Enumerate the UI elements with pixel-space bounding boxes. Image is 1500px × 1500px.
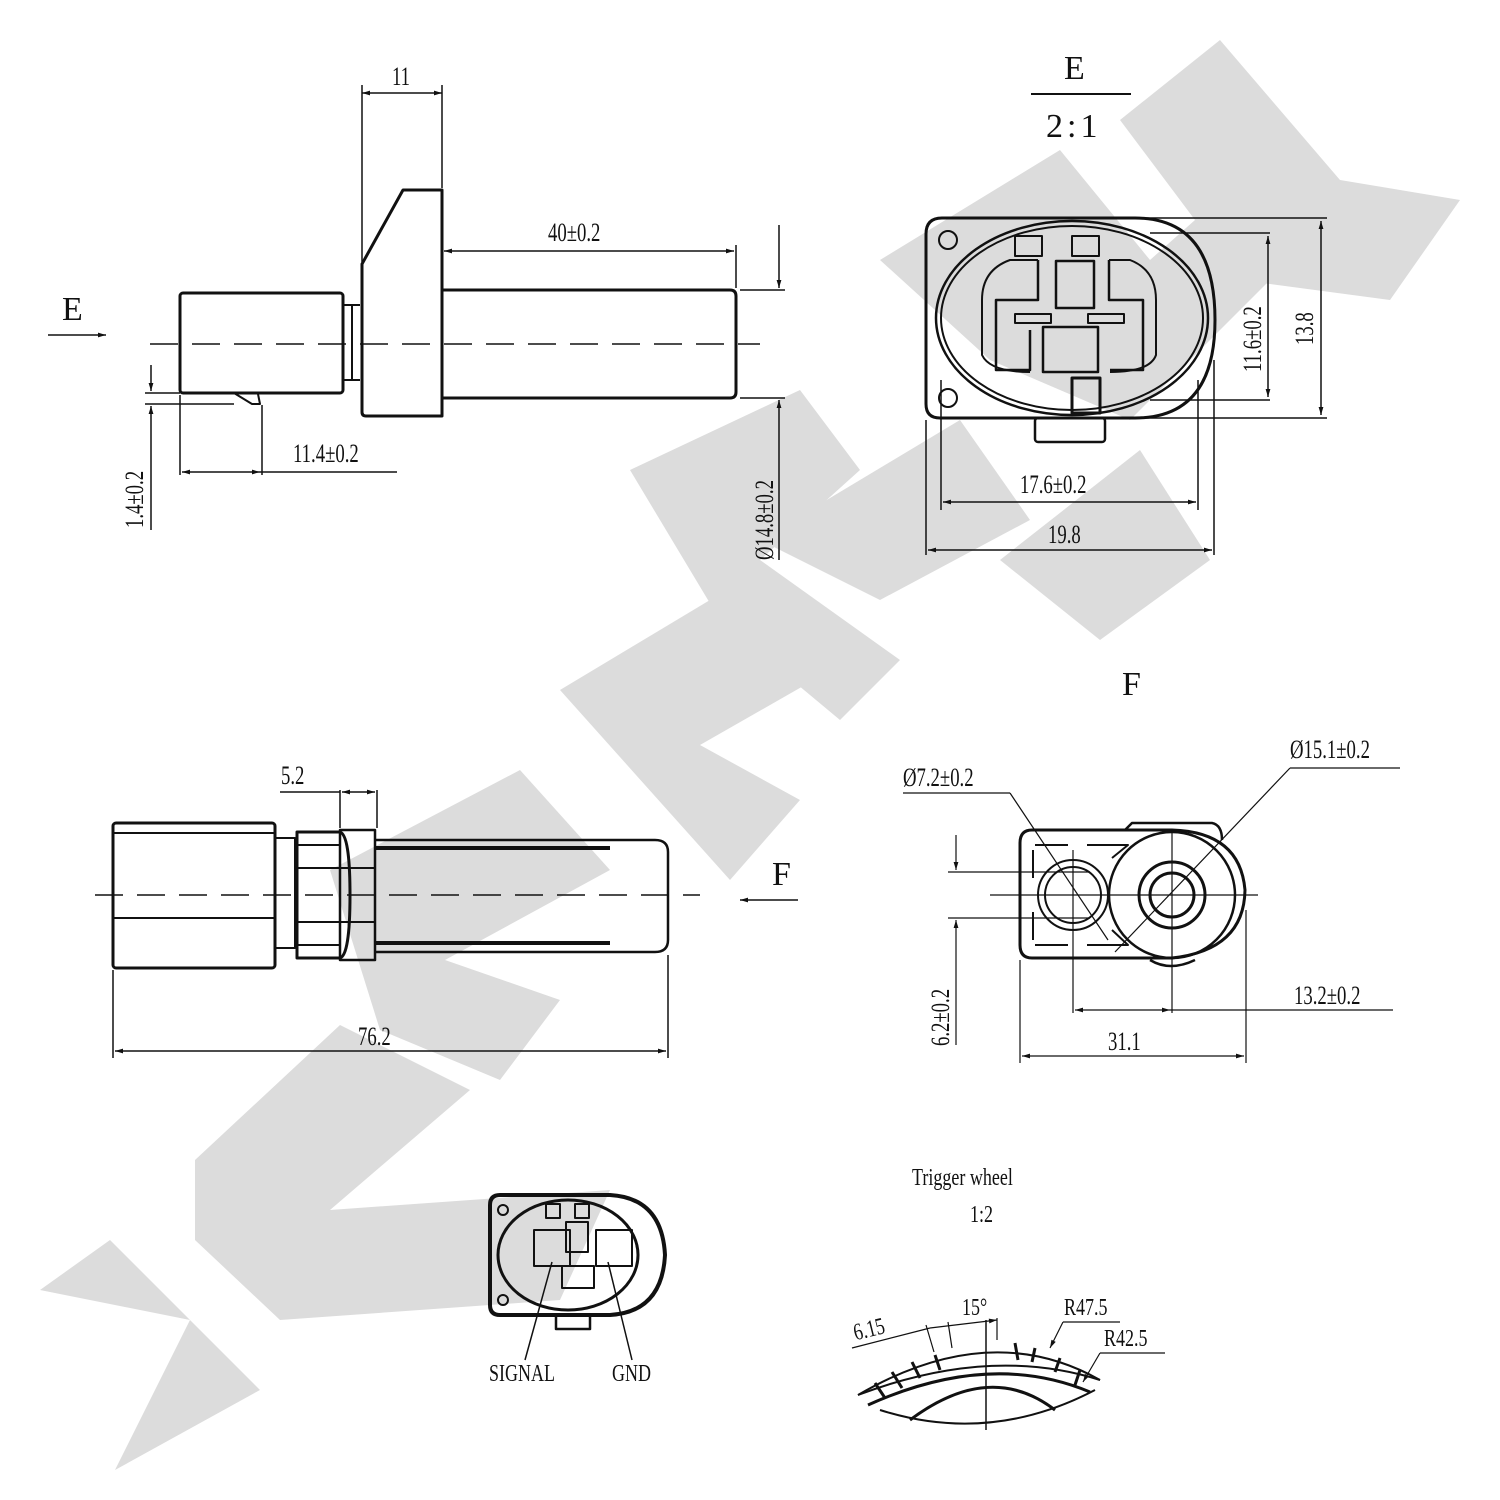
side-view-e-dims [48,85,785,560]
side-view-f-dims [112,789,798,1058]
dim-inner-height: 11.6±0.2 [1238,306,1267,372]
dim-outer-radius: R47.5 [1064,1295,1108,1321]
dim-overall-length: 76.2 [358,1022,391,1051]
dim-outer-height: 13.8 [1290,312,1319,345]
dim-outer-width: 19.8 [1048,520,1081,549]
dim-body-diameter: Ø15.1±0.2 [1290,735,1370,764]
dim-flange-length: 31.1 [1108,1027,1141,1056]
dim-slot-height: 6.2±0.2 [926,988,955,1046]
trigger-wheel-section [857,1320,1101,1430]
view-e-dims [925,217,1327,555]
view-e-connector-face [924,93,1217,444]
dim-tooth-angle: 15° [962,1295,988,1321]
dim-flange-width: 11 [392,62,411,91]
trigger-wheel-title: Trigger wheel [912,1165,1013,1191]
dim-connector-length: 11.4±0.2 [293,439,359,468]
view-f-dims [903,767,1400,1063]
watermark-logo [40,40,1460,1470]
dim-inner-radius: R42.5 [1104,1326,1148,1352]
dim-probe-length: 40±0.2 [548,218,601,247]
dim-nut-width: 5.2 [281,761,305,790]
side-view-f [95,821,700,970]
trigger-wheel-dims [851,1318,1165,1383]
dim-center-distance: 13.2±0.2 [1294,981,1361,1010]
view-arrow-f-label: F [772,856,791,893]
pin-label-gnd: GND [612,1361,651,1387]
view-f-title: F [1122,666,1141,703]
dim-probe-diameter: Ø14.8±0.2 [750,480,779,560]
dim-latch-height: 1.4±0.2 [120,470,149,528]
dim-bolt-hole-diameter: Ø7.2±0.2 [903,763,974,792]
view-e-scale: 2:1 [1046,108,1102,145]
pin-label-signal: SIGNAL [489,1361,555,1387]
pinout-connector [488,1193,667,1361]
trigger-wheel-scale: 1:2 [970,1202,994,1228]
dim-inner-width: 17.6±0.2 [1020,470,1087,499]
side-view-e [150,188,760,418]
view-arrow-e-label: E [62,291,83,328]
view-e-title: E [1064,50,1085,87]
